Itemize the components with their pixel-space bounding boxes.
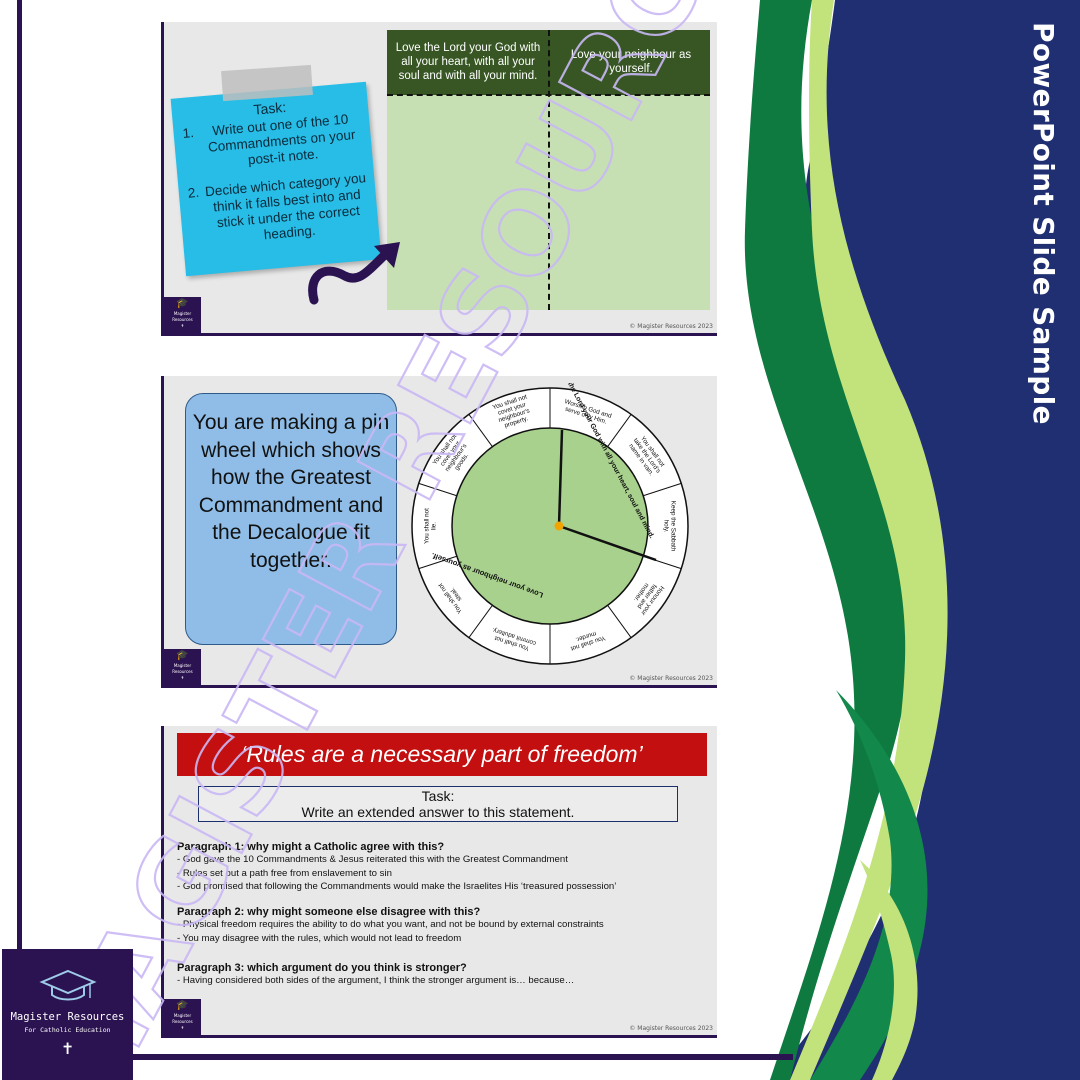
brand-tagline: For Catholic Education (24, 1026, 111, 1034)
slide-logo: 🎓 Magister Resources ✝ (164, 649, 201, 685)
paragraph-heading: Paragraph 2: why might someone else disa… (177, 906, 481, 918)
postit-step-2: Decide which category you think it falls… (202, 170, 373, 248)
tape-strip (221, 64, 313, 102)
slide-logo: 🎓 Magister Resources ✝ (164, 999, 201, 1035)
pinwheel-instructions: You are making a pin wheel which shows h… (185, 393, 397, 645)
pinwheel-segment-divider (418, 482, 457, 497)
paragraph-heading: Paragraph 3: which argument do you think… (177, 962, 467, 974)
statement-banner: ‘Rules are a necessary part of freedom’ (177, 733, 707, 776)
pinwheel-segment-label: You shall notlie. (424, 508, 438, 544)
pinwheel-segment-divider (607, 414, 632, 448)
curved-arrow-icon (308, 242, 400, 305)
pinwheel-segment-divider (607, 604, 632, 638)
paragraph-line: - Rules set out a path free from enslave… (177, 867, 392, 879)
paragraph-line: - You may disagree with the rules, which… (177, 932, 462, 944)
task-box: Task: Write an extended answer to this s… (198, 786, 678, 822)
graduation-cap-icon (38, 969, 97, 1001)
pinwheel-segment-label: Keep the Sabbathholy. (663, 501, 677, 552)
paragraph-line: - Physical freedom requires the ability … (177, 919, 604, 930)
bottom-frame-line (133, 1054, 793, 1060)
left-frame-line (17, 0, 22, 955)
task-box-text: Write an extended answer to this stateme… (301, 804, 575, 820)
heading-love-god: Love the Lord your God with all your hea… (395, 42, 541, 82)
paragraph-line: - God gave the 10 Commandments & Jesus r… (177, 854, 568, 865)
paragraph-1: Paragraph 1: why might a Catholic agree … (177, 841, 616, 894)
paragraph-line: - Having considered both sides of the ar… (177, 975, 575, 986)
copyright-text: © Magister Resources 2023 (629, 675, 713, 682)
paragraph-2: Paragraph 2: why might someone else disa… (177, 906, 604, 945)
side-title: PowerPoint Slide Sample (1027, 22, 1060, 425)
pinwheel-diagram: Worship God andserve only Him.You shall … (411, 383, 689, 665)
task-box-title: Task: (421, 788, 455, 804)
slide-3: © Magister Resources 2023 🎓 Magister Res… (161, 726, 717, 1038)
copyright-text: © Magister Resources 2023 (629, 323, 713, 330)
paragraph-3: Paragraph 3: which argument do you think… (177, 962, 574, 988)
paragraph-heading: Paragraph 1: why might a Catholic agree … (177, 841, 445, 853)
pinwheel-segment-divider (643, 482, 682, 497)
column-divider (548, 30, 550, 310)
cross-icon: ✝ (62, 1038, 73, 1059)
pinwheel-segment-divider (468, 414, 493, 448)
paragraph-line: - God promised that following the Comman… (177, 881, 617, 892)
brand-logo: Magister Resources For Catholic Educatio… (2, 949, 133, 1080)
copyright-text: © Magister Resources 2023 (629, 1025, 713, 1032)
pinwheel-segment-divider (468, 604, 493, 638)
pinwheel-segment-divider (418, 555, 457, 570)
brand-name: Magister Resources (10, 1011, 125, 1023)
slide-logo: 🎓 Magister Resources ✝ (164, 297, 201, 333)
heading-love-neighbour: Love your neighbour as yourself. (570, 49, 692, 75)
